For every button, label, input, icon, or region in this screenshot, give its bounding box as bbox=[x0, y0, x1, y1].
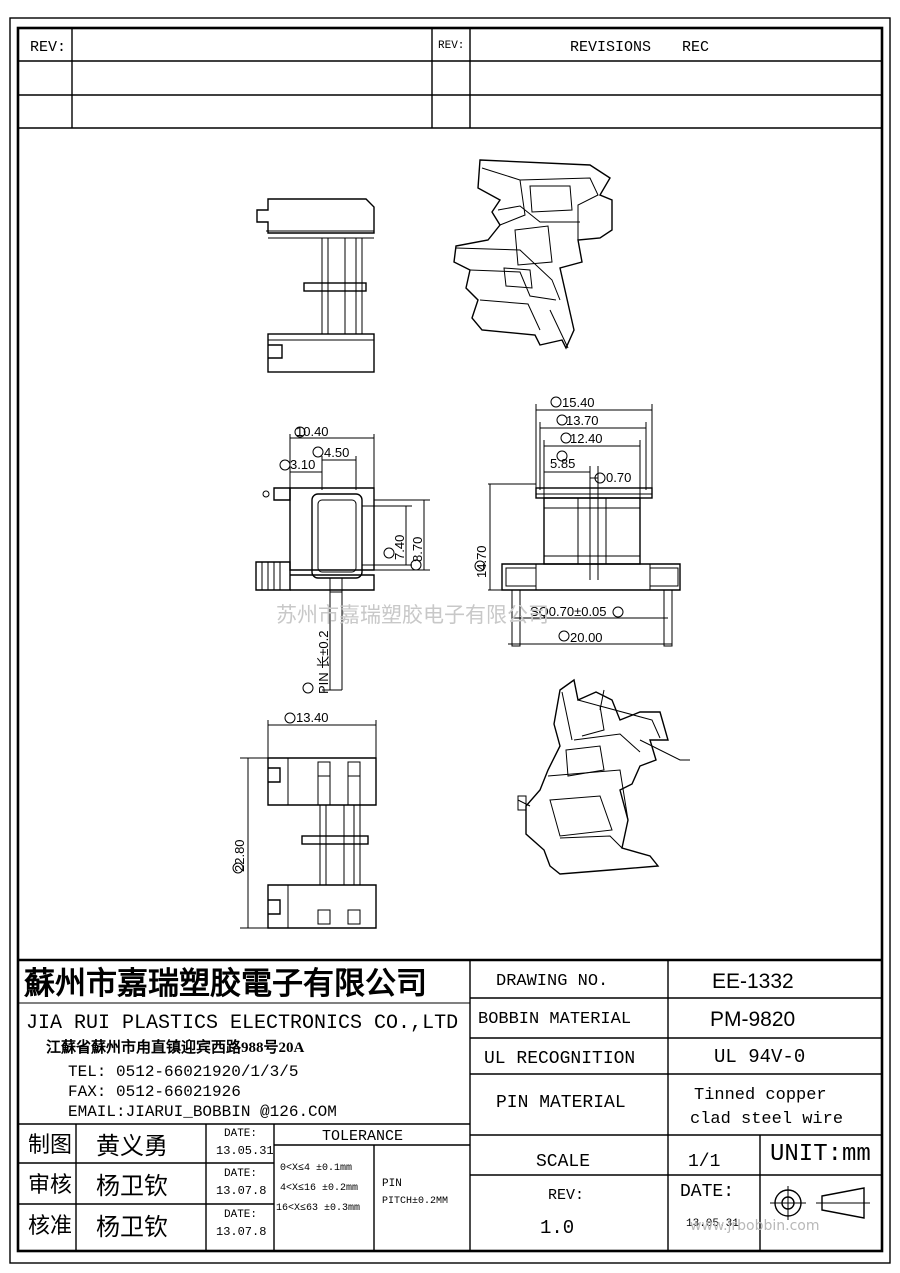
approval-name-2: 杨卫钦 bbox=[96, 1173, 168, 1200]
tolerance-row-1: 0<X≤4 ±0.1mm bbox=[280, 1163, 352, 1174]
approval-date-label-2: DATE: bbox=[224, 1168, 257, 1180]
bobbin-material-value: PM-9820 bbox=[710, 1008, 795, 1031]
projection-symbol-icon bbox=[770, 1186, 870, 1220]
approval-date-label-1: DATE: bbox=[224, 1128, 257, 1140]
outer-frame bbox=[9, 17, 891, 1264]
ul-recognition-label: UL RECOGNITION bbox=[484, 1049, 635, 1069]
pin-material-value-1: Tinned copper bbox=[694, 1086, 827, 1105]
dim-bottom-width: 13.40 bbox=[296, 710, 329, 725]
approval-name-3: 杨卫钦 bbox=[96, 1214, 168, 1241]
tolerance-row-3: 16<X≤63 ±0.3mm bbox=[276, 1203, 360, 1214]
pin-material-value-2: clad steel wire bbox=[690, 1110, 843, 1129]
company-name-cn: 蘇州市嘉瑞塑胶電子有限公司 bbox=[24, 966, 427, 1001]
approval-name-1: 黄义勇 bbox=[96, 1133, 168, 1160]
dim-h-height: 8.70 bbox=[410, 537, 425, 562]
front-view-middle: 10.40 4.50 3.10 7.40 8.70 PIN bbox=[255, 424, 430, 695]
drawing-no-label: DRAWING NO. bbox=[496, 972, 608, 991]
tolerance-row-2: 4<X≤16 ±0.2mm bbox=[280, 1183, 358, 1194]
watermark-text: 苏州市嘉瑞塑胶电子有限公司 bbox=[276, 603, 549, 627]
tolerance-title: TOLERANCE bbox=[322, 1128, 403, 1145]
rev-value: 1.0 bbox=[540, 1217, 574, 1239]
approval-role-2: 审核 bbox=[28, 1172, 72, 1197]
isometric-view-bottom bbox=[517, 678, 690, 875]
rec-label: REC bbox=[682, 39, 709, 56]
date-value: 13.05.31 bbox=[686, 1218, 739, 1230]
dim-pin-length: PIN 长±0.2 bbox=[316, 631, 331, 695]
footer-watermark: www.jrbobbin.com bbox=[690, 1218, 820, 1234]
isometric-view-top bbox=[453, 159, 613, 350]
scale-value: 1/1 bbox=[688, 1152, 720, 1172]
dim-pin-dia: SQ0.70±0.05 bbox=[530, 604, 607, 619]
dim-bottom-height: 22.80 bbox=[232, 839, 247, 872]
company-name-en: JIA RUI PLASTICS ELECTRONICS CO.,LTD bbox=[26, 1012, 458, 1035]
company-email: EMAIL:JIARUI_BOBBIN @126.COM bbox=[68, 1103, 337, 1121]
approval-role-1: 制图 bbox=[28, 1132, 72, 1157]
ul-recognition-value: UL 94V-0 bbox=[714, 1046, 805, 1068]
tolerance-pin-label: PIN bbox=[382, 1178, 402, 1190]
bottom-view: 13.40 22.80 bbox=[232, 710, 377, 929]
dim-g-inner: 4.50 bbox=[324, 445, 349, 460]
dim-k: 0.70 bbox=[606, 470, 631, 485]
side-view-top bbox=[256, 198, 375, 373]
scale-label: SCALE bbox=[536, 1152, 590, 1172]
company-address: 江蘇省蘇州市甪直镇迎宾西路988号20A bbox=[46, 1038, 305, 1056]
revision-block: REV: REV: REVISIONS REC bbox=[18, 28, 882, 129]
dim-e-width: 12.40 bbox=[570, 431, 603, 446]
approval-role-3: 核准 bbox=[28, 1213, 72, 1238]
dim-j: 5.85 bbox=[550, 456, 575, 471]
dim-a-width: 20.00 bbox=[570, 630, 603, 645]
date-label: DATE: bbox=[680, 1182, 734, 1202]
company-tel: TEL: 0512-66021920/1/3/5 bbox=[68, 1063, 298, 1081]
rev-label-left: REV: bbox=[30, 39, 66, 56]
approval-date-label-3: DATE: bbox=[224, 1209, 257, 1221]
dim-d-width: 15.40 bbox=[562, 395, 595, 410]
dim-f-width: 13.70 bbox=[566, 413, 599, 428]
dim-b-height-inner: 7.40 bbox=[392, 535, 407, 560]
front-view-right: 15.40 13.70 12.40 5.85 0.70 bbox=[474, 395, 681, 647]
inner-frame bbox=[16, 26, 884, 1253]
drawing-no-value: EE-1332 bbox=[712, 970, 794, 993]
bobbin-material-label: BOBBIN MATERIAL bbox=[478, 1010, 631, 1029]
rev-label: REV: bbox=[548, 1187, 584, 1204]
company-fax: FAX: 0512-66021926 bbox=[68, 1083, 241, 1101]
approval-date-1: 13.05.31 bbox=[216, 1144, 274, 1158]
pin-material-label: PIN MATERIAL bbox=[496, 1093, 626, 1113]
revisions-label: REVISIONS bbox=[570, 39, 651, 56]
rev-label-right: REV: bbox=[438, 40, 464, 52]
approval-date-3: 13.07.8 bbox=[216, 1225, 266, 1239]
tolerance-pin-pitch: PITCH±0.2MM bbox=[382, 1196, 448, 1207]
dim-c-small: 3.10 bbox=[290, 457, 315, 472]
title-block: 蘇州市嘉瑞塑胶電子有限公司 JIA RUI PLASTICS ELECTRONI… bbox=[18, 958, 882, 1251]
approval-date-2: 13.07.8 bbox=[216, 1184, 266, 1198]
unit-label: UNIT:mm bbox=[770, 1141, 871, 1168]
